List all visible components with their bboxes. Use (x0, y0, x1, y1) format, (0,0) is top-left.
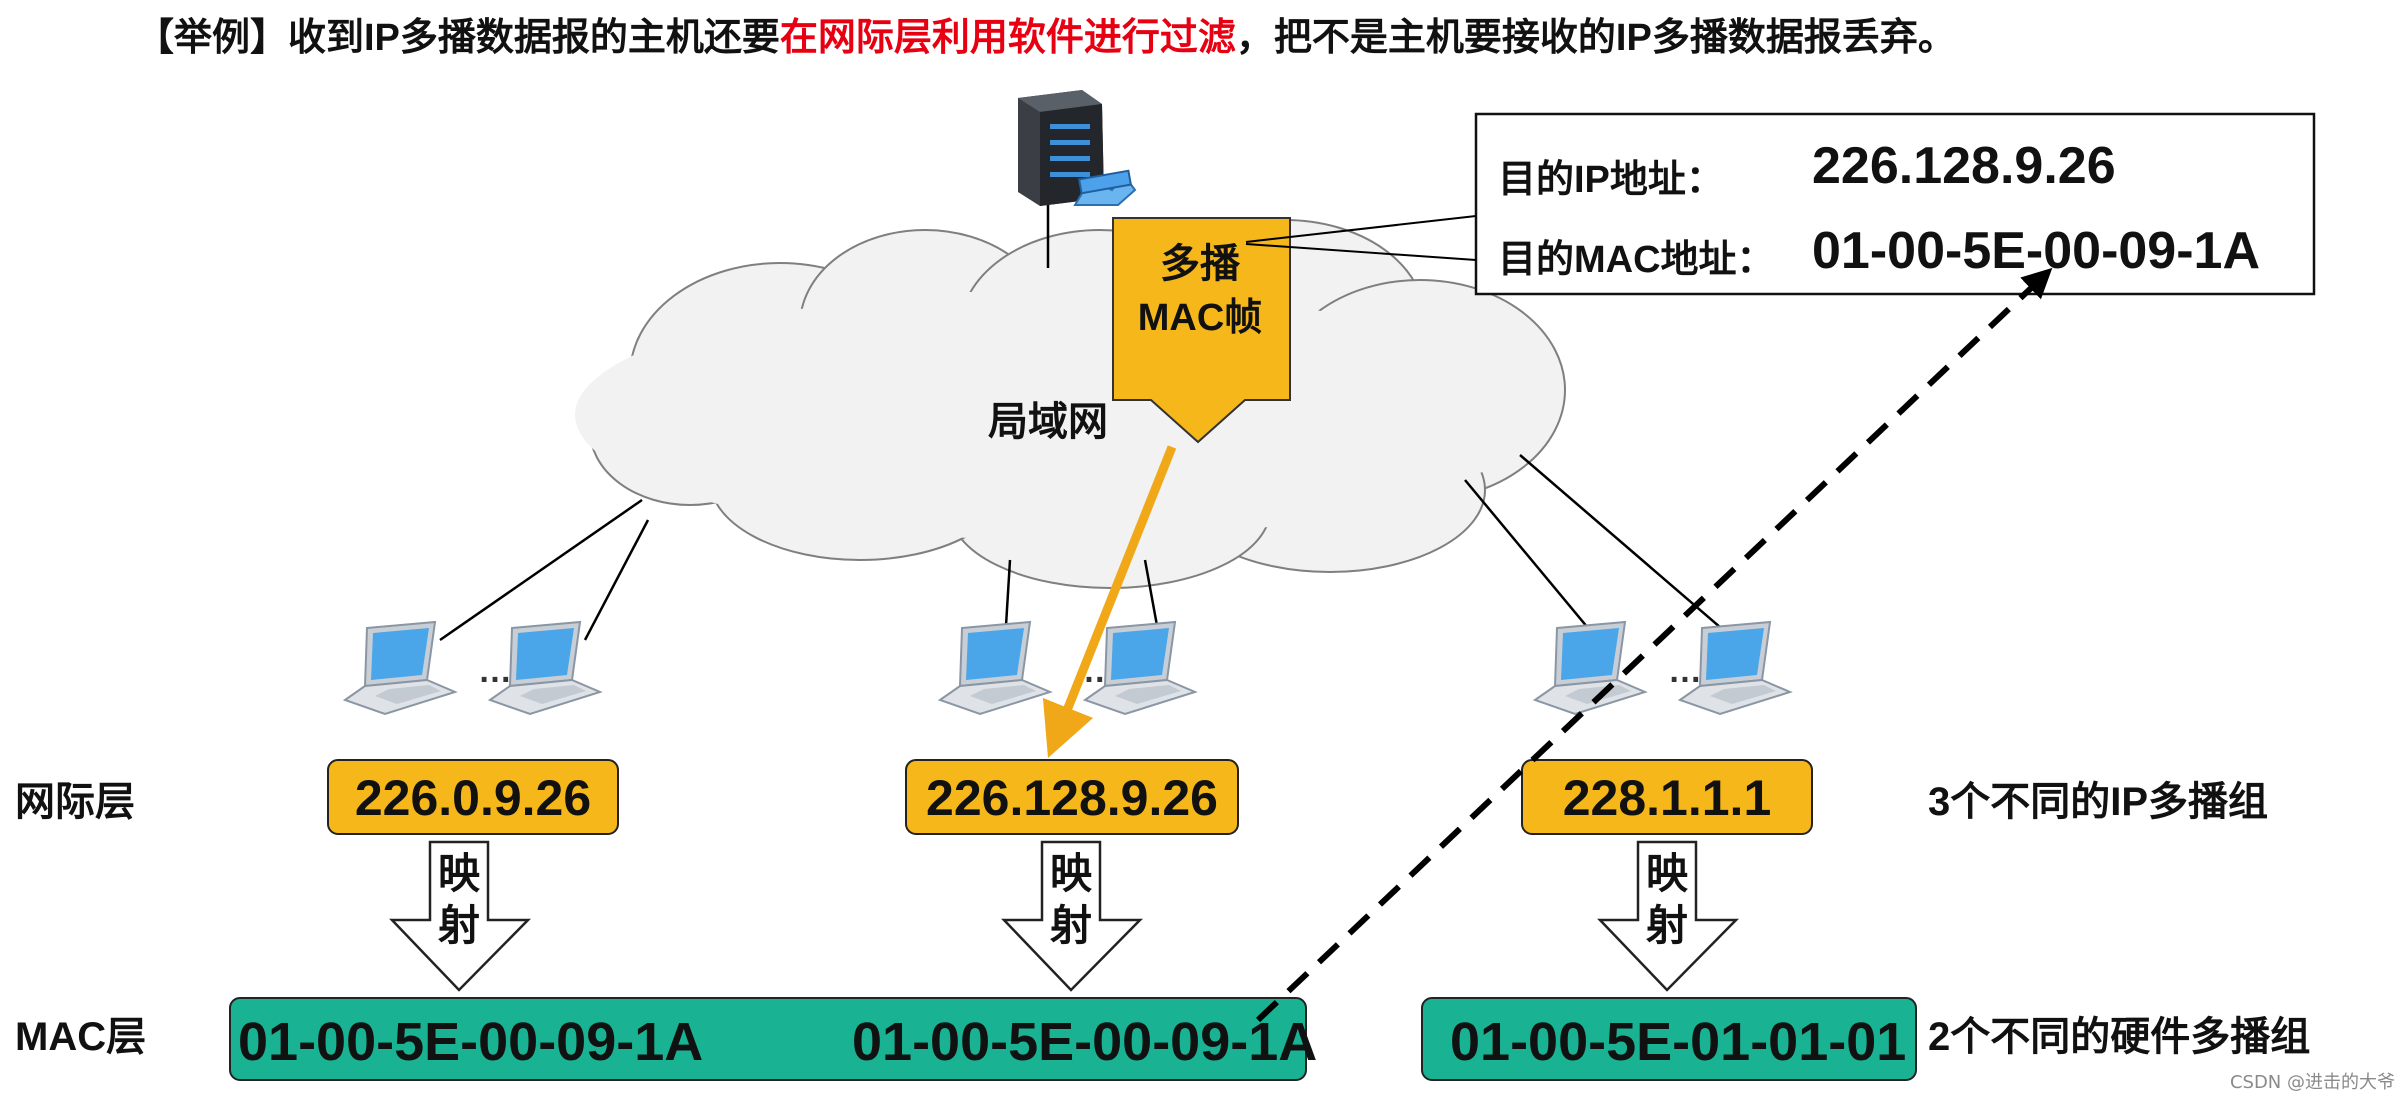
watermark: CSDN @进击的大爷 (2230, 1072, 2395, 1093)
laptop-icon (939, 621, 1051, 715)
mac-layer-label: MAC层 (15, 1015, 146, 1059)
ip-group-address: 228.1.1.1 (1563, 770, 1772, 826)
down-arrow-icon (1001, 840, 1143, 992)
laptop-icon (344, 621, 456, 715)
mac-match-dashed-arrow (1255, 267, 2053, 1023)
network-layer-label: 网际层 (15, 780, 135, 824)
frame-label-line1: 多播 (1160, 242, 1241, 286)
frame-label-line2: MAC帧 (1138, 297, 1263, 339)
mapping-char1: 映 (1050, 850, 1092, 897)
mac-group-address: 01-00-5E-00-09-1A (852, 1012, 1317, 1072)
hw-groups-note: 2个不同的硬件多播组 (1928, 1015, 2310, 1059)
callout-lines (1245, 215, 1477, 261)
ip-groups-note: 3个不同的IP多播组 (1928, 780, 2268, 824)
destination-info-box (1474, 112, 2316, 296)
ip-group-box (327, 759, 619, 835)
ip-group-address: 226.0.9.26 (355, 770, 591, 826)
mapping-char1: 映 (438, 850, 480, 897)
cloud-fill (575, 290, 1535, 540)
dest-ip-label: 目的IP地址： (1498, 159, 1724, 201)
ip-group-address: 226.128.9.26 (926, 770, 1218, 826)
page-title: 【举例】收到IP多播数据报的主机还要在网际层利用软件进行过滤，把不是主机要接收的… (136, 17, 1956, 59)
dest-ip-value: 226.128.9.26 (1812, 137, 2116, 195)
down-arrow-icon (389, 840, 531, 992)
mapping-char2: 射 (1050, 902, 1092, 949)
ellipsis-left: … (478, 652, 512, 690)
mapping-char2: 射 (1646, 902, 1688, 949)
delivery-arrow (1042, 445, 1177, 759)
ellipsis-right: … (1668, 652, 1702, 690)
server-icon (1018, 90, 1137, 206)
laptop-group-left (344, 621, 601, 715)
dest-mac-value: 01-00-5E-00-09-1A (1812, 222, 2260, 280)
ip-group-box (1521, 759, 1813, 835)
mac-group-box (229, 997, 1307, 1081)
mac-group-box (1421, 997, 1917, 1081)
multicast-frame-arrow (1112, 217, 1291, 444)
lan-label: 局域网 (988, 400, 1108, 444)
ip-group-box (905, 759, 1239, 835)
mac-group-address: 01-00-5E-00-09-1A (238, 1012, 703, 1072)
mapping-char1: 映 (1646, 850, 1688, 897)
dest-mac-label: 目的MAC地址： (1498, 239, 1775, 281)
mapping-char2: 射 (438, 902, 480, 949)
down-arrow-icon (1597, 840, 1739, 992)
mac-group-address: 01-00-5E-01-01-01 (1450, 1012, 1906, 1072)
